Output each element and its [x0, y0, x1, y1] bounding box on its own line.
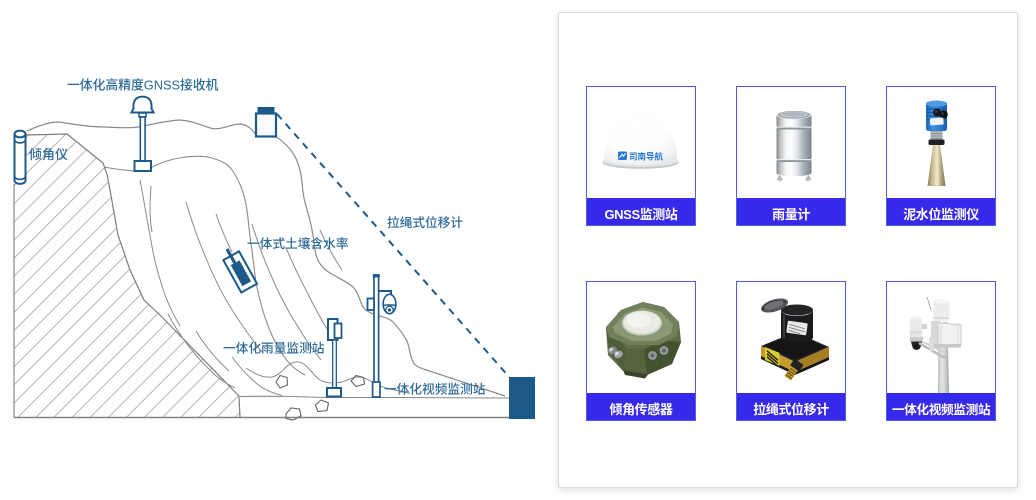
svg-text:一体化雨量监测站: 一体化雨量监测站 — [223, 342, 325, 356]
svg-text:一体式土壤含水率: 一体式土壤含水率 — [247, 236, 349, 251]
svg-text:一体化高精度GNSS接收机: 一体化高精度GNSS接收机 — [67, 78, 219, 93]
svg-text:一体化视频监测站: 一体化视频监测站 — [384, 383, 486, 397]
svg-text:司南导航: 司南导航 — [629, 152, 664, 162]
svg-text:拉绳式位移计: 拉绳式位移计 — [387, 215, 463, 230]
svg-text:倾角仪: 倾角仪 — [29, 147, 68, 162]
